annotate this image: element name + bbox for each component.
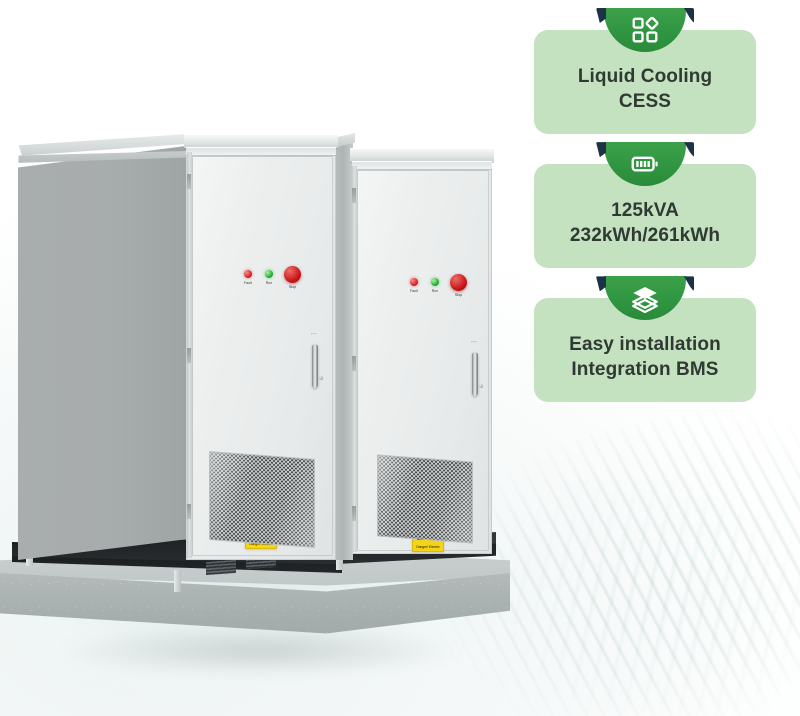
feature-card-line1: 125kVA (611, 200, 679, 222)
feature-card-line2: 232kWh/261kWh (569, 225, 721, 247)
feature-card-line2: CESS (618, 91, 672, 113)
hinge-icon (352, 188, 356, 203)
hinge-icon (187, 348, 191, 363)
status-indicator-panel-right: Fault Run Stop (406, 274, 468, 300)
handle-bar[interactable] (472, 352, 478, 396)
ribbon-tip-right (684, 8, 694, 23)
product-image: Fault Run Stop ⌐⌐ ⚡ Danger! Electric (0, 118, 540, 686)
cabinet-gap-strip (336, 140, 353, 560)
fault-led-label: Fault (409, 288, 419, 294)
ribbon-tip-right (684, 142, 694, 158)
stop-button[interactable] (450, 274, 467, 291)
base-vent-1 (206, 559, 236, 576)
stop-button-label: Stop (454, 292, 463, 298)
handle-bar[interactable] (312, 344, 318, 388)
cabinet-right-top-cap-inner (352, 161, 492, 169)
grille-sheen (210, 452, 314, 547)
ribbon-tip-left (596, 142, 606, 158)
ribbon-tip-right (684, 276, 694, 292)
run-led (265, 270, 273, 278)
hinge-icon (187, 174, 191, 189)
battery-icon (631, 156, 658, 172)
feature-card-installation[interactable]: Easy installation Integration BMS (534, 276, 756, 403)
layers-icon (632, 287, 658, 314)
cabinet-right-hinge-column (352, 166, 357, 552)
grille-sheen (378, 455, 472, 543)
cabinet-left-top-cap-inner (186, 147, 336, 155)
card-icon-tab (596, 142, 694, 187)
hinge-icon (187, 504, 191, 519)
cabinet-roof-lip (18, 151, 191, 163)
feature-card-text: 125kVA 232kWh/261kWh (544, 198, 746, 248)
handle-lock-icon[interactable] (479, 384, 483, 388)
feature-card-line2: Integration BMS (571, 359, 719, 381)
ribbon-tip-left (596, 8, 606, 23)
feature-card-list: Liquid Cooling CESS 125kVA 232 (534, 8, 764, 430)
card-icon-tab (596, 276, 694, 321)
grid-squares-icon (632, 16, 659, 43)
fault-led (244, 270, 252, 278)
handle-marking: ⌐⌐ (471, 339, 478, 345)
warning-label-text: Danger! Electric (416, 545, 440, 549)
run-led-label: Run (265, 280, 273, 286)
stop-button[interactable] (284, 266, 301, 283)
handle-lock-icon[interactable] (319, 376, 323, 380)
fault-led-label: Fault (243, 280, 253, 286)
ribbon-tip-left (596, 276, 606, 292)
hinge-icon (352, 356, 356, 371)
feature-card-liquid-cooling[interactable]: Liquid Cooling CESS (534, 8, 756, 135)
stop-button-label: Stop (288, 284, 297, 290)
feature-card-text: Easy installation Integration BMS (544, 332, 746, 382)
feature-card-capacity[interactable]: 125kVA 232kWh/261kWh (534, 142, 756, 269)
ventilation-grille-right (377, 454, 473, 544)
cabinet-left-top-cap (184, 134, 338, 148)
hinge-icon (352, 506, 356, 521)
card-icon-tab (596, 8, 694, 52)
base-leg-mid (174, 570, 181, 592)
run-led-label: Run (431, 288, 439, 294)
run-led (431, 278, 439, 286)
cabinet-left-hinge-column (187, 152, 192, 558)
feature-card-line1: Easy installation (569, 334, 721, 356)
cabinet-right-top-cap (350, 148, 494, 162)
cabinet-side-panel (18, 146, 186, 560)
feature-card-line1: Liquid Cooling (577, 66, 713, 87)
handle-marking: ⌐⌐ (311, 331, 318, 337)
ventilation-grille-left (209, 451, 315, 548)
fault-led (410, 278, 418, 286)
feature-card-text: Liquid Cooling CESS (544, 64, 746, 114)
status-indicator-panel-left: Fault Run Stop (240, 266, 302, 292)
